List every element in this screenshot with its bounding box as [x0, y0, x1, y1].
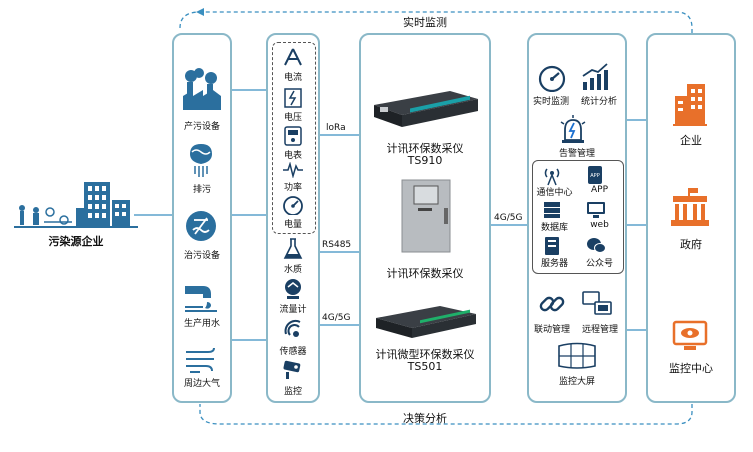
antenna-icon [543, 166, 561, 186]
device-0-model: TS910 [407, 154, 443, 167]
electric-label-3: 功率 [283, 183, 302, 193]
sensor-label-3: 监控 [283, 387, 302, 397]
platform-top-label-0: 实时监测 [532, 97, 569, 107]
treatment-icon [185, 210, 217, 242]
enterprise-label: 污染源企业 [48, 235, 104, 248]
platform-top-label-1: 统计分析 [580, 97, 617, 107]
database-icon [543, 201, 561, 219]
decision-analysis-flow-label: 决策分析 [403, 412, 447, 425]
platform-grid-label-0: 通信中心 [536, 188, 573, 198]
user-label-1: 政府 [680, 238, 702, 251]
electric-group [272, 42, 316, 234]
remote-icon [582, 290, 612, 318]
4g-link-label-left: 4G/5G [322, 313, 351, 323]
discharge-icon [186, 142, 216, 178]
link-icon [538, 290, 566, 318]
realtime-monitor-flow-label: 实时监测 [403, 16, 447, 29]
meter-icon [284, 126, 302, 146]
factory-icon [181, 68, 223, 112]
platform-grid-group [532, 160, 624, 274]
wechat-icon [586, 237, 606, 255]
sensor-label-1: 流量计 [279, 305, 307, 315]
source-label-4: 周边大气 [183, 379, 220, 389]
electric-label-2: 电表 [283, 151, 302, 161]
sensor-icon [283, 318, 303, 340]
platform-grid-label-5: 公众号 [585, 259, 613, 269]
server-icon [544, 236, 560, 256]
4g-link-label-right: 4G/5G [494, 213, 523, 223]
web-icon [586, 201, 606, 219]
videowall-label: 监控大屏 [558, 377, 595, 387]
current-icon [283, 47, 303, 67]
ts501-device-image [374, 300, 478, 340]
device-2-name: 计讯微型环保数采仪 [375, 348, 475, 361]
source-label-2: 治污设备 [183, 251, 220, 261]
lora-link-label: loRa [326, 123, 346, 133]
cabinet-device-image [400, 178, 452, 254]
camera-icon [282, 358, 304, 380]
source-label-1: 排污 [192, 185, 211, 195]
voltage-icon [284, 88, 302, 108]
chart-icon [580, 62, 610, 92]
svg-text:APP: APP [590, 173, 599, 179]
user-label-0: 企业 [680, 134, 702, 147]
device-0-name: 计讯环保数采仪 [386, 142, 464, 155]
water-pipe-icon [183, 280, 219, 312]
ts910-device-image [370, 83, 480, 131]
building-icon [673, 82, 707, 126]
government-icon [669, 188, 711, 228]
videowall-icon [557, 342, 597, 370]
platform-grid-label-2: 数据库 [540, 223, 568, 233]
electric-label-4: 电量 [283, 220, 302, 230]
platform-grid-label-1: APP [590, 185, 608, 195]
flowmeter-icon [283, 278, 303, 300]
source-label-3: 生产用水 [183, 319, 220, 329]
device-1-name: 计讯环保数采仪 [386, 267, 464, 280]
user-label-2: 监控中心 [669, 362, 713, 375]
power-icon [282, 162, 304, 178]
speedometer-icon [537, 64, 567, 92]
alarm-label: 告警管理 [558, 149, 595, 159]
sensor-label-0: 水质 [283, 265, 302, 275]
alarm-icon [559, 114, 587, 144]
platform-bottom-label-1: 远程管理 [581, 325, 618, 335]
monitor-eye-icon [672, 320, 708, 352]
app-icon: APP [587, 165, 603, 185]
flask-icon [283, 238, 303, 260]
platform-grid-label-3: web [590, 220, 609, 230]
source-label-0: 产污设备 [183, 122, 220, 132]
sensor-label-2: 传感器 [279, 347, 307, 357]
wind-icon [184, 346, 218, 374]
electric-label-0: 电流 [283, 73, 302, 83]
enterprise-icon [14, 178, 138, 230]
electric-label-1: 电压 [283, 113, 302, 123]
rs485-link-label: RS485 [322, 240, 352, 250]
platform-bottom-label-0: 联动管理 [533, 325, 570, 335]
platform-panel [527, 33, 627, 403]
gauge-icon [282, 195, 304, 215]
sensor-panel [266, 33, 320, 403]
platform-grid-label-4: 服务器 [540, 259, 568, 269]
device-2-model: TS501 [407, 360, 443, 373]
